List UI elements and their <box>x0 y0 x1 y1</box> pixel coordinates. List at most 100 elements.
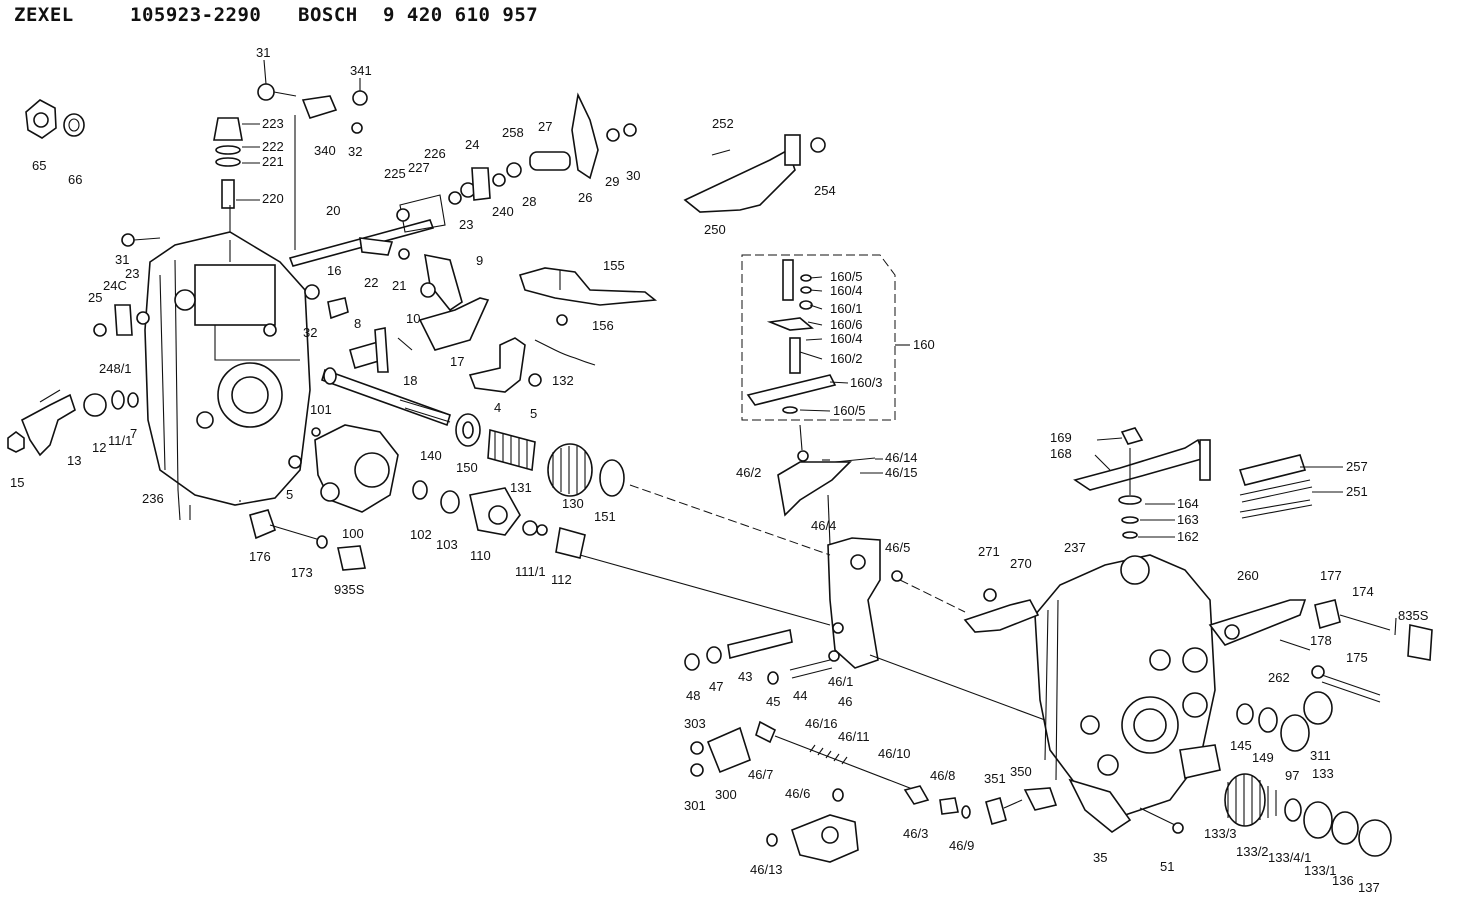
callout-48: 48 <box>686 688 700 703</box>
callout-132: 132 <box>552 373 574 388</box>
tensioning-lever-46 <box>827 537 903 669</box>
callout-136: 136 <box>1332 873 1354 888</box>
callout-26: 26 <box>578 190 592 205</box>
callout-222: 222 <box>262 139 284 154</box>
callout-250: 250 <box>704 222 726 237</box>
lever-250-assembly <box>683 134 826 213</box>
callout-66: 66 <box>68 172 82 187</box>
callout-102: 102 <box>410 527 432 542</box>
callout-46-15: 46/15 <box>885 465 918 480</box>
callout-101: 101 <box>310 402 332 417</box>
callout-169: 169 <box>1050 430 1072 445</box>
callout-262: 262 <box>1268 670 1290 685</box>
callout-46-7: 46/7 <box>748 767 773 782</box>
callout-13: 13 <box>67 453 81 468</box>
header-brand-bosch: BOSCH <box>298 4 358 26</box>
callout-65: 65 <box>32 158 46 173</box>
callout-351: 351 <box>984 771 1006 786</box>
callout-46-9: 46/9 <box>949 838 974 853</box>
callout-46-11: 46/11 <box>838 729 870 744</box>
callout-341: 341 <box>350 63 372 78</box>
callout-130: 130 <box>562 496 584 511</box>
callout-160-4a: 160/4 <box>830 283 863 298</box>
callout-28: 28 <box>522 194 536 209</box>
callout-221: 221 <box>262 154 284 169</box>
pump-housing-right <box>1034 554 1221 816</box>
callout-226: 226 <box>424 146 446 161</box>
callout-162: 162 <box>1177 529 1199 544</box>
feed-pump-parts <box>412 480 586 559</box>
callout-46-4: 46/4 <box>811 518 836 533</box>
callout-47: 47 <box>709 679 723 694</box>
callout-17: 17 <box>450 354 464 369</box>
screws-176-173-935s <box>249 509 366 571</box>
callout-176: 176 <box>249 549 271 564</box>
alignment-lines <box>39 115 1131 721</box>
callout-140: 140 <box>420 448 442 463</box>
seals-145-311 <box>1236 691 1333 752</box>
springs-257-251 <box>1238 454 1313 519</box>
pins-43-44 <box>684 629 833 685</box>
callout-111-1: 111/1 <box>515 564 546 579</box>
callout-46-8: 46/8 <box>930 768 955 783</box>
header-brand-zexel: ZEXEL <box>14 4 74 26</box>
shaft-20 <box>288 191 462 267</box>
callout-174: 174 <box>1352 584 1374 599</box>
callout-301: 301 <box>684 798 706 813</box>
parts-8-18 <box>349 327 413 373</box>
flyweight-100 <box>314 424 399 513</box>
callout-160-2: 160/2 <box>830 351 863 366</box>
bracket-24c-group <box>93 233 161 337</box>
callout-237: 237 <box>1064 540 1086 555</box>
callout-112: 112 <box>551 572 572 587</box>
callout-252: 252 <box>712 116 734 131</box>
callout-150: 150 <box>456 460 478 475</box>
callout-248-1: 248/1 <box>99 361 132 376</box>
control-lever-assembly <box>460 92 637 201</box>
callout-227: 227 <box>408 160 430 175</box>
callout-251: 251 <box>1346 484 1368 499</box>
callout-110: 110 <box>470 548 491 563</box>
speed-lever-13-group <box>7 390 139 457</box>
callout-257: 257 <box>1346 459 1368 474</box>
callout-5a: 5 <box>530 406 537 421</box>
callout-7: 7 <box>130 426 137 441</box>
callout-164: 164 <box>1177 496 1199 511</box>
callout-160-4b: 160/4 <box>830 331 863 346</box>
callout-160: 160 <box>913 337 935 352</box>
callout-133-2: 133/2 <box>1236 844 1269 859</box>
callout-155: 155 <box>603 258 625 273</box>
callout-15: 15 <box>10 475 24 490</box>
callout-151: 151 <box>594 509 616 524</box>
callout-16: 16 <box>327 263 341 278</box>
callout-4: 4 <box>494 400 501 415</box>
callout-220: 220 <box>262 191 284 206</box>
callout-178: 178 <box>1310 633 1332 648</box>
callout-156: 156 <box>592 318 614 333</box>
callout-35: 35 <box>1093 850 1107 865</box>
callout-236: 236 <box>142 491 164 506</box>
callout-27: 27 <box>538 119 552 134</box>
callout-24c: 24C <box>103 278 127 293</box>
parts-101-5 <box>288 427 321 469</box>
callout-46-13: 46/13 <box>750 862 783 877</box>
lever-270 <box>963 588 1040 633</box>
callout-133-1: 133/1 <box>1304 863 1337 878</box>
callout-271: 271 <box>978 544 1000 559</box>
callout-12: 12 <box>92 440 106 455</box>
lever-168 <box>1073 427 1211 539</box>
drive-shaft-140 <box>321 367 451 427</box>
lever-155 <box>518 267 658 326</box>
callout-46-6: 46/6 <box>785 786 810 801</box>
callout-311: 311 <box>1310 748 1331 763</box>
callout-18: 18 <box>403 373 417 388</box>
callout-223: 223 <box>262 116 284 131</box>
callout-160-1: 160/1 <box>830 301 863 316</box>
header-part-number-bosch: 9 420 610 957 <box>383 4 539 26</box>
callout-260: 260 <box>1237 568 1259 583</box>
callout-9: 9 <box>476 253 483 268</box>
callout-131: 131 <box>510 480 532 495</box>
callout-46-2: 46/2 <box>736 465 761 480</box>
callout-160-5b: 160/5 <box>833 403 866 418</box>
callout-133-3: 133/3 <box>1204 826 1237 841</box>
